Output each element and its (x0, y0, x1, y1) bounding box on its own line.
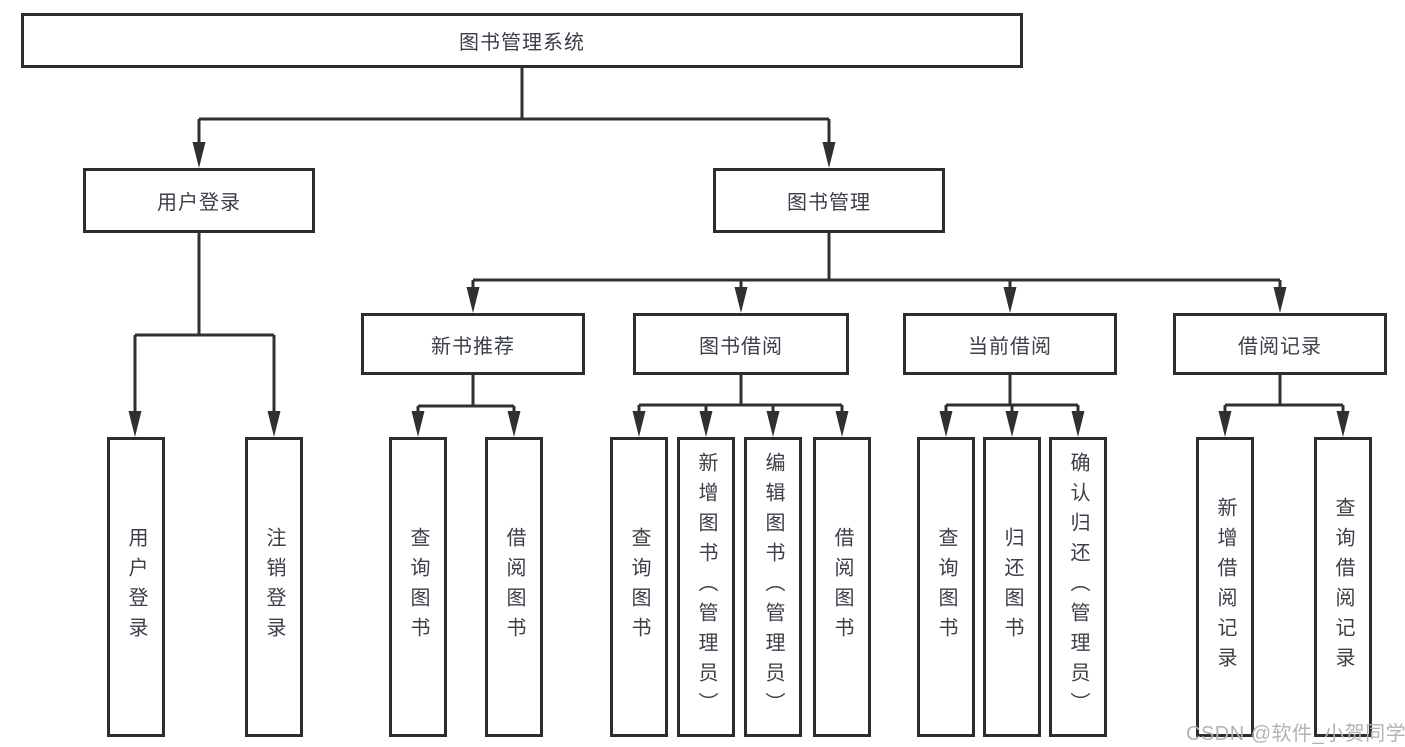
leaf-query-books-current-label: 查询图书 (935, 527, 957, 647)
leaf-borrow-books: 借阅图书 (813, 437, 871, 737)
node-current-borrow: 当前借阅 (903, 313, 1117, 375)
node-root: 图书管理系统 (21, 13, 1023, 68)
leaf-query-books-borrow-label: 查询图书 (628, 527, 650, 647)
leaf-logout-label: 注销登录 (263, 527, 285, 647)
leaf-add-borrow-record-label: 新增借阅记录 (1214, 497, 1236, 677)
leaf-add-borrow-record: 新增借阅记录 (1196, 437, 1254, 737)
leaf-query-borrow-record: 查询借阅记录 (1314, 437, 1372, 737)
node-new-book-recommend: 新书推荐 (361, 313, 585, 375)
node-user-login: 用户登录 (83, 168, 315, 233)
leaf-query-books-recommend-label: 查询图书 (407, 527, 429, 647)
leaf-add-book-admin-label: 新增图书（管理员） (695, 452, 717, 722)
leaf-edit-book-admin: 编辑图书（管理员） (744, 437, 802, 737)
node-book-borrow-label: 图书借阅 (699, 335, 783, 358)
leaf-logout: 注销登录 (245, 437, 303, 737)
node-user-login-label: 用户登录 (157, 192, 241, 214)
leaf-return-book: 归还图书 (983, 437, 1041, 737)
leaf-borrow-books-recommend: 借阅图书 (485, 437, 543, 737)
leaf-query-books-current: 查询图书 (917, 437, 975, 737)
node-new-book-recommend-label: 新书推荐 (431, 335, 515, 358)
node-current-borrow-label: 当前借阅 (968, 335, 1052, 358)
leaf-user-login: 用户登录 (107, 437, 165, 737)
leaf-return-book-label: 归还图书 (1001, 527, 1023, 647)
leaf-borrow-books-label: 借阅图书 (831, 527, 853, 647)
leaf-user-login-label: 用户登录 (125, 527, 147, 647)
leaf-confirm-return-admin-label: 确认归还（管理员） (1067, 452, 1089, 722)
node-root-label: 图书管理系统 (459, 32, 585, 54)
leaf-query-borrow-record-label: 查询借阅记录 (1332, 497, 1354, 677)
node-book-borrow: 图书借阅 (633, 313, 849, 375)
leaf-query-books-recommend: 查询图书 (389, 437, 447, 737)
node-borrow-records-label: 借阅记录 (1238, 335, 1322, 358)
leaf-query-books-borrow: 查询图书 (610, 437, 668, 737)
watermark: CSDN @软件_小贺同学 (1186, 723, 1405, 745)
leaf-confirm-return-admin: 确认归还（管理员） (1049, 437, 1107, 737)
node-book-management-label: 图书管理 (787, 192, 871, 214)
leaf-borrow-books-recommend-label: 借阅图书 (503, 527, 525, 647)
leaf-add-book-admin: 新增图书（管理员） (677, 437, 735, 737)
node-book-management: 图书管理 (713, 168, 945, 233)
leaf-edit-book-admin-label: 编辑图书（管理员） (762, 452, 784, 722)
node-borrow-records: 借阅记录 (1173, 313, 1387, 375)
